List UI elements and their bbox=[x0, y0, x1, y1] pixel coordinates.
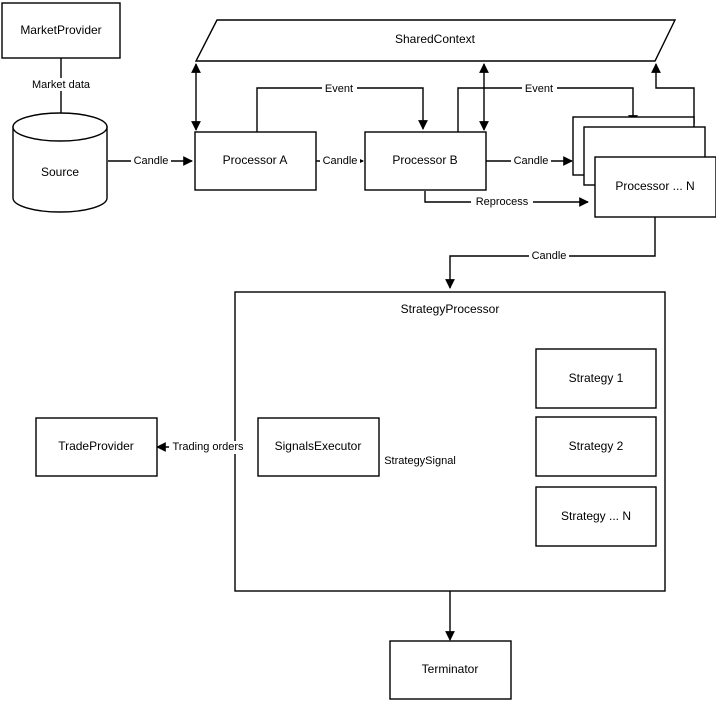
svg-text:Trading orders: Trading orders bbox=[172, 441, 244, 453]
node-strategy-2[interactable]: Strategy 2 bbox=[535, 416, 657, 477]
node-shared-context[interactable]: SharedContext bbox=[194, 19, 677, 62]
node-market-provider[interactable]: MarketProvider bbox=[1, 2, 121, 59]
node-processor-b[interactable]: Processor B bbox=[364, 131, 487, 191]
node-signals-executor[interactable]: SignalsExecutor bbox=[257, 417, 380, 477]
svg-text:Reprocess: Reprocess bbox=[476, 196, 529, 208]
edge-label-candle-a-b: Candle bbox=[320, 154, 360, 167]
processor-b-label: Processor B bbox=[392, 153, 457, 167]
market-provider-label: MarketProvider bbox=[20, 23, 101, 37]
terminator-label: Terminator bbox=[422, 662, 479, 676]
processor-n-stack-front bbox=[594, 156, 716, 218]
source-label: Source bbox=[41, 165, 79, 179]
processor-a-label: Processor A bbox=[223, 153, 288, 167]
edge-label-market-data: Market data bbox=[27, 78, 96, 91]
node-source[interactable]: Source bbox=[12, 112, 108, 213]
node-terminator[interactable]: Terminator bbox=[389, 640, 512, 700]
edge-label-candle-n-strategy: Candle bbox=[529, 249, 569, 262]
strategy-n-label: Strategy ... N bbox=[561, 509, 631, 523]
node-processor-a[interactable]: Processor A bbox=[194, 131, 317, 191]
node-strategy-1[interactable]: Strategy 1 bbox=[535, 348, 657, 409]
node-strategy-n[interactable]: Strategy ... N bbox=[535, 486, 657, 547]
svg-text:Event: Event bbox=[525, 83, 553, 95]
svg-text:Candle: Candle bbox=[514, 155, 549, 167]
processor-n-label: Processor ... N bbox=[615, 179, 694, 193]
svg-text:Candle: Candle bbox=[323, 155, 358, 167]
edge-label-strategy-signal: StrategySignal bbox=[382, 454, 458, 467]
edge-processor-n-to-shared-context bbox=[651, 63, 695, 124]
node-trade-provider[interactable]: TradeProvider bbox=[35, 417, 158, 477]
svg-text:Candle: Candle bbox=[532, 250, 567, 262]
edge-label-candle-b-n: Candle bbox=[511, 154, 551, 167]
edge-label-candle-source-a: Candle bbox=[131, 154, 171, 167]
strategy-2-label: Strategy 2 bbox=[569, 439, 624, 453]
svg-text:Candle: Candle bbox=[134, 155, 169, 167]
node-processor-n[interactable]: Processor ... N bbox=[572, 116, 716, 218]
signals-executor-label: SignalsExecutor bbox=[275, 439, 362, 453]
edge-label-reprocess: Reprocess bbox=[471, 195, 533, 208]
edge-reprocess bbox=[424, 191, 589, 207]
svg-text:StrategySignal: StrategySignal bbox=[384, 455, 456, 467]
trade-provider-label: TradeProvider bbox=[58, 439, 134, 453]
edge-label-event-b: Event bbox=[522, 82, 557, 95]
svg-text:Event: Event bbox=[325, 83, 353, 95]
edge-label-event-a: Event bbox=[322, 82, 357, 95]
strategy-processor-label: StrategyProcessor bbox=[401, 302, 500, 316]
svg-text:Market data: Market data bbox=[32, 79, 91, 91]
edge-label-trading-orders: Trading orders bbox=[169, 441, 247, 454]
strategy-1-label: Strategy 1 bbox=[569, 371, 624, 385]
shared-context-label: SharedContext bbox=[395, 32, 476, 46]
